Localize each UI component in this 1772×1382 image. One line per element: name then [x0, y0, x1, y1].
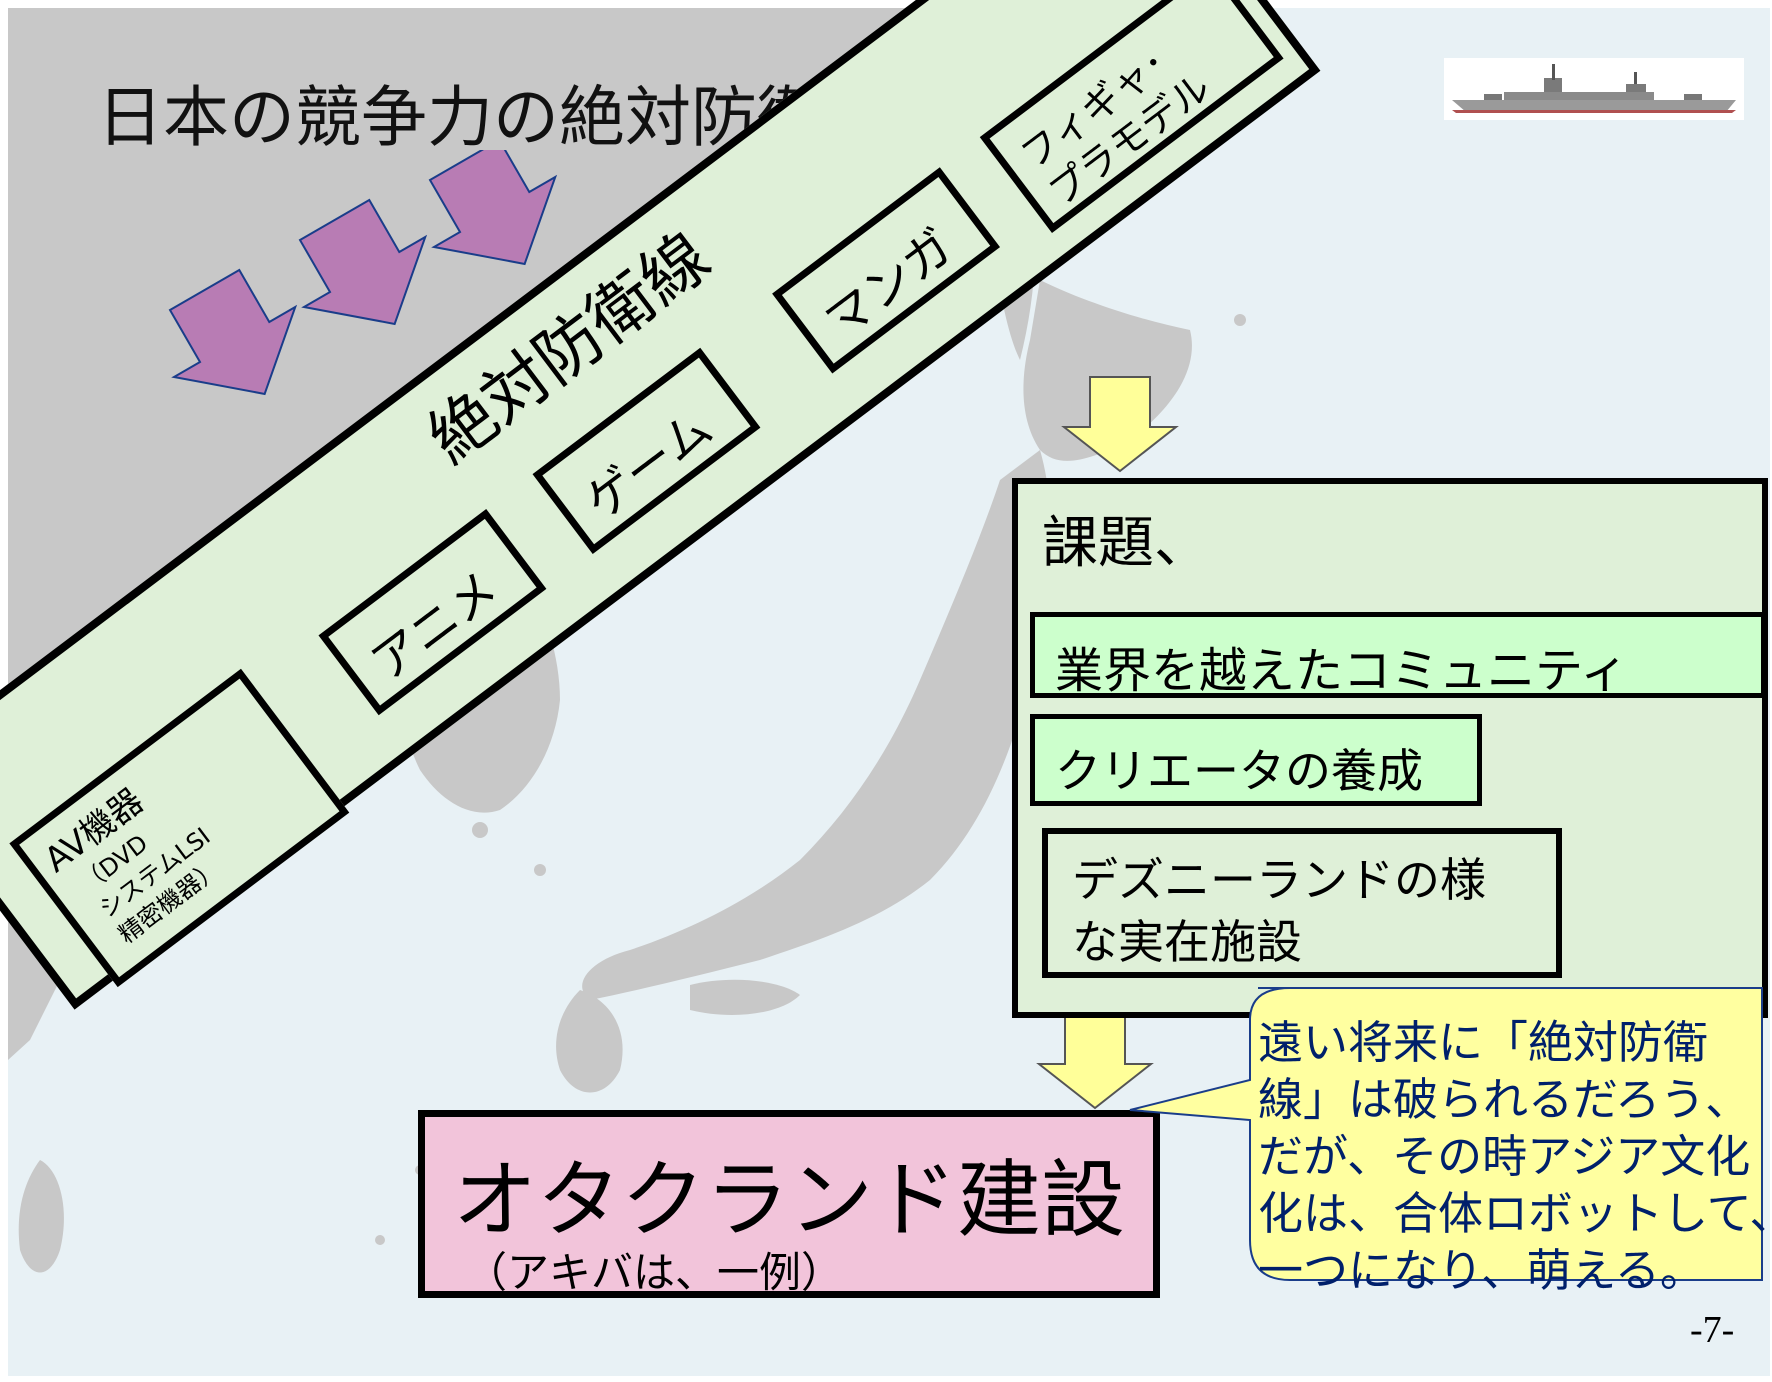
issue-facility-line2: な実在施設: [1072, 915, 1302, 969]
issues-panel: 課題、 業界を越えたコミュニティ クリエータの養成 デズニーランドの様 な実在施…: [1012, 478, 1768, 1018]
invasion-arrows: [168, 150, 558, 396]
kyushu-island: [556, 990, 623, 1093]
issue-community-label: 業界を越えたコミュニティ: [1055, 643, 1629, 699]
callout-line3: だが、その時アジア文化: [1258, 1130, 1751, 1183]
purple-arrow-icon: [168, 268, 298, 396]
anime-label: アニメ: [361, 561, 510, 692]
page-number: -7-: [1690, 1309, 1735, 1351]
issues-heading: 課題、: [1042, 511, 1210, 576]
down-arrow-icon: [1061, 376, 1179, 473]
otakuland-subtitle: （アキバは、一例）: [465, 1248, 844, 1297]
issue-facility: デズニーランドの様 な実在施設: [1042, 828, 1562, 978]
issue-creator: クリエータの養成: [1030, 714, 1482, 806]
issue-creator-label: クリエータの養成: [1055, 744, 1423, 798]
taiwan-island: [18, 1160, 64, 1273]
speech-callout: [1129, 987, 1763, 1281]
down-arrow-icon: [1036, 1013, 1154, 1110]
callout-line4: 化は、合体ロボットして、: [1258, 1187, 1772, 1240]
callout-line1: 遠い将来に「絶対防衛: [1258, 1016, 1709, 1069]
warship-icon: [1444, 58, 1744, 120]
otakuland-box: オタクランド建設 （アキバは、一例）: [418, 1110, 1160, 1298]
manga-label: マンガ: [814, 218, 964, 351]
callout-line2: 線」は破られるだろう、: [1258, 1073, 1751, 1126]
callout-line5: 一つになり、萌える。: [1258, 1244, 1705, 1297]
otakuland-title: オタクランド建設: [453, 1151, 1126, 1249]
issue-community: 業界を越えたコミュニティ: [1030, 612, 1766, 699]
issue-facility-line1: デズニーランドの様: [1072, 853, 1486, 907]
shikoku-island: [690, 979, 800, 1015]
game-label: ゲーム: [575, 400, 723, 531]
purple-arrow-icon: [298, 198, 428, 326]
honshu-island: [582, 450, 1051, 1000]
purple-arrow-icon: [428, 150, 558, 266]
